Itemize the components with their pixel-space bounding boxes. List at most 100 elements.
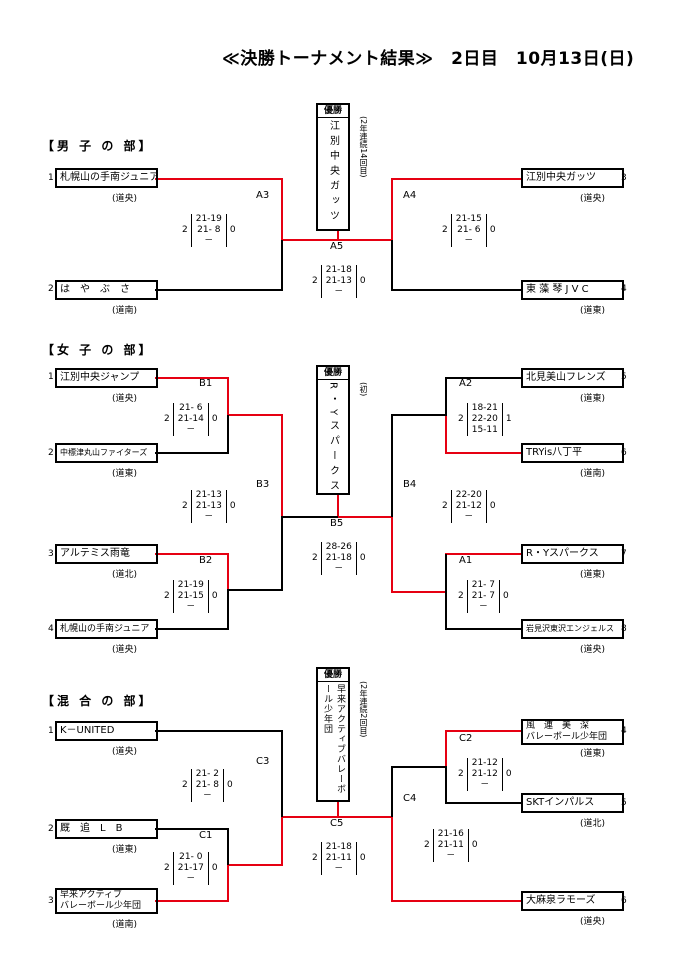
team-name: 北見美山フレンズ (526, 372, 606, 383)
sets-won-left: 2 (164, 863, 170, 873)
seed-number: 1 (48, 726, 54, 736)
team-box: 札幌山の手南ジュニア (55, 619, 158, 639)
match-label: A4 (403, 190, 417, 201)
match-label: C1 (199, 830, 213, 841)
sets-won-right: 0 (211, 591, 218, 601)
team-box: 江別中央ガッツ (521, 168, 624, 188)
score-block: 2 21- 6 21-14 － 0 (164, 403, 218, 436)
team-name: K－UNITED (60, 725, 115, 736)
section-heading-boys: 【男 子 の 部】 (42, 139, 154, 153)
team-region: (道北) (112, 570, 138, 580)
sets-won-left: 2 (442, 501, 448, 511)
set-score: 21- 7 (471, 591, 496, 601)
team-box: R・Yスパークス (521, 544, 624, 564)
set-score: 21- 6 (457, 225, 481, 235)
team-name: 厩 追 L B (60, 823, 123, 834)
team-region: (道南) (112, 306, 138, 316)
seed-number: 6 (621, 448, 627, 458)
team-box: 中標津丸山ファイターズ (55, 443, 158, 463)
set-score: 21- 8 (195, 780, 220, 790)
score-block: 2 21-15 21- 6 － 0 (442, 214, 496, 247)
match-label: B2 (199, 555, 213, 566)
sets-won-right: 0 (489, 225, 496, 235)
set-score: 21-18 (325, 553, 352, 563)
sets-won-right: 0 (229, 225, 236, 235)
champion-box-mixed: 優勝 早来アクティブバレーボール少年団 (316, 667, 350, 802)
champion-note-mixed: (2年連続2回目) (359, 681, 368, 738)
score-block: 2 21-19 21- 8 － 0 (182, 214, 236, 247)
sets-won-left: 2 (312, 276, 318, 286)
set-score: － (464, 236, 474, 246)
set-score: 18-21 (471, 403, 498, 413)
seed-number: 7 (621, 549, 627, 559)
sets-won-right: 0 (503, 591, 509, 601)
set-score: 21- 8 (197, 225, 221, 235)
team-box: SKTインパルス (521, 793, 624, 813)
set-score: 21-13 (325, 276, 352, 286)
team-box: 北見美山フレンズ (521, 368, 624, 388)
sets-won-right: 0 (211, 414, 218, 424)
set-score: 21- 2 (195, 769, 220, 779)
sets-won-right: 0 (489, 501, 496, 511)
score-block: 2 21-18 21-11 － 0 (312, 842, 366, 875)
team-name: 札幌山の手南ジュニア (60, 624, 150, 634)
set-score: － (334, 287, 344, 297)
team-box: 東 藻 琴 J V C (521, 280, 624, 300)
set-score: － (204, 236, 214, 246)
sets-won-right: 0 (359, 553, 366, 563)
score-block: 2 21-16 21-11 － 0 (424, 829, 478, 862)
team-region: (道東) (580, 306, 606, 316)
sets-won-left: 2 (424, 840, 430, 850)
set-score: 21-15 (177, 591, 204, 601)
sets-won-left: 2 (442, 225, 448, 235)
match-label: B5 (330, 518, 344, 529)
team-box: アルテミス雨竜 (55, 544, 158, 564)
team-region: (道央) (580, 645, 606, 655)
set-score: － (480, 780, 490, 790)
team-region: (道央) (580, 194, 606, 204)
set-score: 21-13 (195, 490, 222, 500)
team-name: SKTインパルス (526, 797, 595, 808)
score-block: 2 18-21 22-20 15-11 1 (458, 403, 512, 436)
set-score: 21-19 (177, 580, 204, 590)
set-score: － (202, 791, 212, 801)
team-region: (道東) (580, 749, 606, 759)
sets-won-right: 0 (227, 780, 233, 790)
section-heading-mixed: 【混 合 の 部】 (42, 694, 154, 708)
set-score: － (334, 564, 344, 574)
score-block: 2 21-18 21-13 － 0 (312, 265, 366, 298)
team-region: (道北) (580, 819, 606, 829)
score-block: 2 21- 0 21-17 － 0 (164, 852, 218, 885)
seed-number: 5 (621, 798, 627, 808)
seed-number: 3 (48, 896, 54, 906)
match-label: A3 (256, 190, 270, 201)
sets-won-right: 0 (211, 863, 218, 873)
team-region: (道央) (580, 917, 606, 927)
seed-number: 2 (48, 824, 54, 834)
team-name: R・Yスパークス (526, 548, 599, 559)
sets-won-right: 0 (359, 853, 366, 863)
score-block: 2 22-20 21-12 － 0 (442, 490, 496, 523)
seed-number: 6 (621, 896, 627, 906)
team-box: 岩見沢東沢エンジェルス (521, 619, 624, 639)
champion-note-girls: (初) (359, 382, 368, 397)
champion-label: 優勝 (318, 367, 348, 380)
team-box: 大麻泉ラモーズ (521, 891, 624, 911)
score-block: 2 21-19 21-15 － 0 (164, 580, 218, 613)
match-label: A5 (330, 241, 344, 252)
sets-won-right: 0 (229, 501, 236, 511)
set-score: － (464, 512, 474, 522)
score-block: 2 21-12 21-12 － 0 (458, 758, 512, 791)
set-score: 28-26 (325, 542, 352, 552)
match-label: C4 (403, 793, 417, 804)
set-score: 21-13 (195, 501, 222, 511)
match-label: B1 (199, 378, 213, 389)
set-score: － (186, 425, 196, 435)
set-score: － (204, 512, 214, 522)
set-score: 21- 7 (471, 580, 496, 590)
team-region: (道東) (112, 845, 138, 855)
team-name: 風 連 美 深 (526, 721, 590, 731)
sets-won-left: 2 (458, 591, 464, 601)
set-score: 21- 0 (179, 852, 203, 862)
